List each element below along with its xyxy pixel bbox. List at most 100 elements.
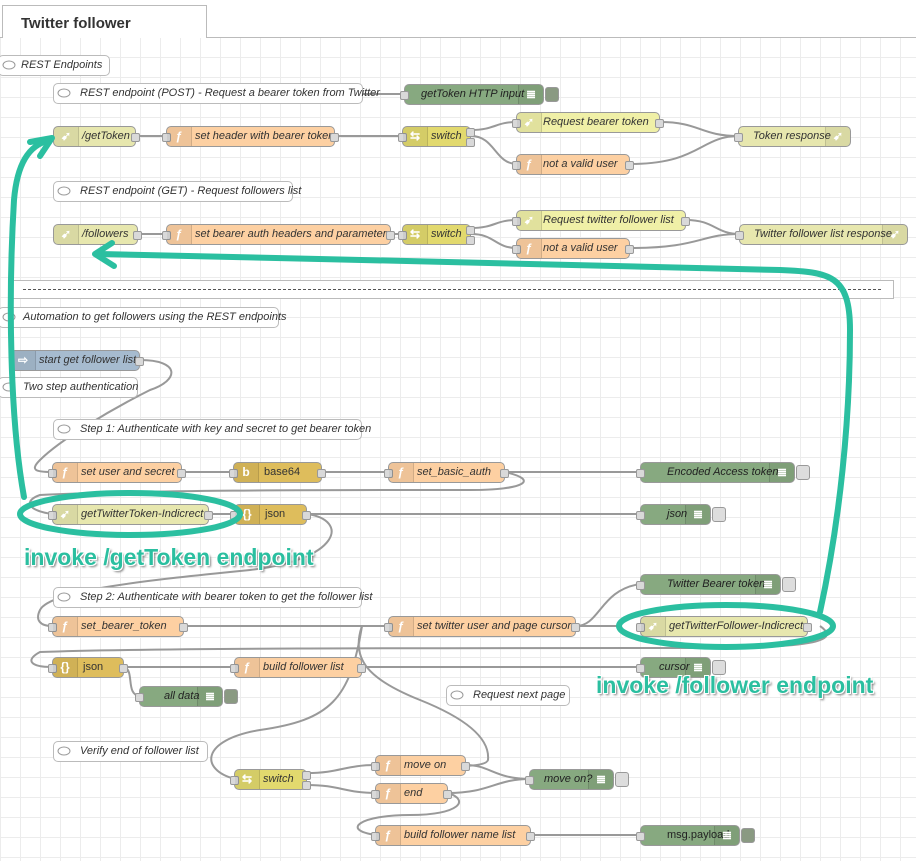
- node-get-twitter-token[interactable]: ➹ getTwitterToken-Indicrect: [48, 504, 213, 525]
- debug-toggle[interactable]: [545, 87, 559, 102]
- node-set-basic-auth[interactable]: ƒ set_basic_auth: [384, 462, 509, 483]
- tab-twitter-follower[interactable]: Twitter follower: [2, 5, 207, 38]
- node-switch-3[interactable]: ⇆ switch: [230, 769, 311, 790]
- comment-icon: [57, 186, 71, 196]
- debug-list-icon: ≣: [685, 658, 710, 677]
- tab-label: Twitter follower: [21, 15, 131, 32]
- wire: [447, 778, 531, 794]
- http-request-icon: ➹: [517, 211, 542, 230]
- node-set-user-secret[interactable]: ƒ set user and secret: [48, 462, 186, 483]
- node-all-data[interactable]: all data ≣: [135, 686, 238, 707]
- node-token-response[interactable]: Token response ➹: [734, 126, 851, 147]
- function-icon: ƒ: [53, 463, 78, 482]
- debug-list-icon: ≣: [685, 505, 710, 524]
- node-json-1[interactable]: {} json: [230, 504, 311, 525]
- node-twitter-bearer-token[interactable]: Twitter Bearer token ≣: [636, 574, 796, 595]
- debug-list-icon: ≣: [769, 463, 794, 482]
- debug-toggle[interactable]: [712, 507, 726, 522]
- http-response-icon: ➹: [825, 127, 850, 146]
- http-request-icon: ➹: [53, 505, 78, 524]
- tab-bar: Twitter follower: [0, 0, 916, 38]
- inject-icon[interactable]: ⇨: [11, 351, 36, 370]
- comment-icon: [57, 424, 71, 434]
- comment-icon: [2, 312, 16, 322]
- debug-toggle[interactable]: [615, 772, 629, 787]
- comment-rest-endpoints[interactable]: REST Endpoints: [0, 55, 110, 76]
- node-json-2[interactable]: {} json: [48, 657, 128, 678]
- function-icon: ƒ: [376, 756, 401, 775]
- http-in-icon: ➹: [54, 127, 79, 146]
- wire: [470, 219, 518, 229]
- node-set-bearer-token[interactable]: ƒ set_bearer_token: [48, 616, 188, 637]
- node-build-name-list[interactable]: ƒ build follower name list: [371, 825, 535, 846]
- comment-two-step[interactable]: Two step authentication: [0, 377, 138, 398]
- separator-comment[interactable]: [10, 280, 894, 299]
- node-set-bearer-auth[interactable]: ƒ set bearer auth headers and parameters: [162, 224, 395, 245]
- comment-request-next[interactable]: Request next page: [446, 685, 570, 706]
- function-icon: ƒ: [517, 155, 542, 174]
- function-icon: ƒ: [235, 658, 260, 677]
- debug-toggle[interactable]: [796, 465, 810, 480]
- node-set-twitter-user[interactable]: ƒ set twitter user and page cursor: [384, 616, 580, 637]
- wire: [470, 135, 518, 165]
- node-end[interactable]: ƒ end: [371, 783, 452, 804]
- node-switch-2[interactable]: ⇆ switch: [398, 224, 475, 245]
- debug-toggle[interactable]: [712, 660, 726, 675]
- node-msg-payload[interactable]: msg.payload ≣: [636, 825, 755, 846]
- node-request-bearer[interactable]: ➹ Request bearer token: [512, 112, 664, 133]
- wire: [659, 121, 740, 137]
- node-move-on[interactable]: ƒ move on: [371, 755, 470, 776]
- debug-list-icon: ≣: [714, 826, 739, 845]
- comment-icon: [57, 592, 71, 602]
- debug-toggle[interactable]: [224, 689, 238, 704]
- annotation-get-token: invoke /getToken endpoint: [24, 544, 314, 570]
- node-get-twitter-follower[interactable]: ➹ getTwitterFollower-Indicrect: [636, 616, 812, 637]
- node-request-follower-list[interactable]: ➹ Request twitter follower list: [512, 210, 690, 231]
- node-cursor[interactable]: cursor ≣: [636, 657, 726, 678]
- annotation-follower: invoke /follower endpoint: [596, 672, 874, 698]
- wire: [629, 135, 740, 165]
- wire: [470, 233, 518, 249]
- comment-verify-end[interactable]: Verify end of follower list: [53, 741, 208, 762]
- debug-toggle[interactable]: [782, 577, 796, 592]
- json-icon: {}: [53, 658, 78, 677]
- node-not-valid-2[interactable]: ƒ not a valid user: [512, 238, 634, 259]
- comment-post-endpoint[interactable]: REST endpoint (POST) - Request a bearer …: [53, 83, 380, 104]
- comment-get-endpoint[interactable]: REST endpoint (GET) - Request followers …: [53, 181, 301, 202]
- node-followers[interactable]: ➹ /followers: [53, 224, 142, 245]
- comment-icon: [450, 690, 464, 700]
- node-base64[interactable]: b base64: [229, 462, 326, 483]
- node-not-valid-1[interactable]: ƒ not a valid user: [512, 154, 634, 175]
- wire: [575, 583, 641, 627]
- function-icon: ƒ: [389, 463, 414, 482]
- function-icon: ƒ: [517, 239, 542, 258]
- http-request-icon: ➹: [641, 617, 666, 636]
- comment-automation[interactable]: Automation to get followers using the RE…: [0, 307, 287, 328]
- node-encoded-token[interactable]: Encoded Access token ≣: [636, 462, 810, 483]
- switch-icon: ⇆: [235, 770, 260, 789]
- debug-toggle[interactable]: [741, 828, 755, 843]
- node-json-debug[interactable]: json ≣: [636, 504, 726, 525]
- function-icon: ƒ: [376, 826, 401, 845]
- base64-icon: b: [234, 463, 259, 482]
- http-response-icon: ➹: [882, 225, 907, 244]
- debug-list-icon: ≣: [588, 770, 613, 789]
- debug-list-icon: ≣: [197, 687, 222, 706]
- wire: [356, 792, 460, 836]
- node-build-follower-list[interactable]: ƒ build follower list: [230, 657, 366, 678]
- comment-icon: [2, 60, 16, 70]
- node-follower-list-response[interactable]: Twitter follower list response ➹: [735, 224, 908, 245]
- node-start-get[interactable]: ⇨ start get follower list: [10, 350, 144, 371]
- json-icon: {}: [235, 505, 260, 524]
- node-move-on-debug[interactable]: move on? ≣: [525, 769, 629, 790]
- switch-icon: ⇆: [403, 127, 428, 146]
- node-switch-1[interactable]: ⇆ switch: [398, 126, 475, 147]
- comment-step1[interactable]: Step 1: Authenticate with key and secret…: [53, 419, 371, 440]
- comment-icon: [57, 88, 71, 98]
- comment-step2[interactable]: Step 2: Authenticate with bearer token t…: [53, 587, 372, 608]
- node-get-token-http-input[interactable]: getToken HTTP input ≣: [400, 84, 559, 105]
- node-set-header[interactable]: ƒ set header with bearer token: [162, 126, 339, 147]
- wire: [306, 784, 377, 794]
- node-get-token[interactable]: ➹ /getToken: [53, 126, 140, 147]
- comment-icon: [57, 746, 71, 756]
